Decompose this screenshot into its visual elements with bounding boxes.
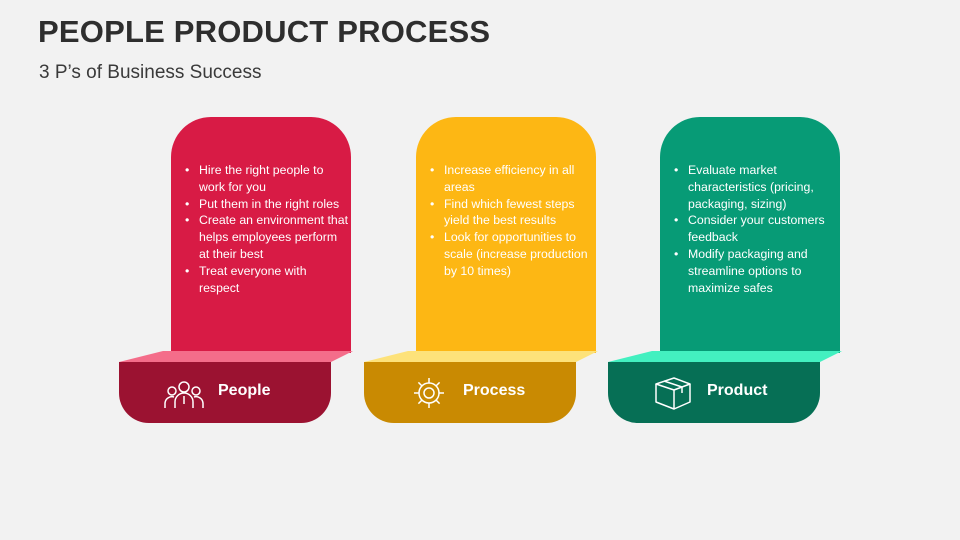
product-card: Evaluate market characteristics (pricing… <box>608 117 848 423</box>
list-item: Create an environment that helps employe… <box>181 212 349 262</box>
list-item: Find which fewest steps yield the best r… <box>426 196 594 230</box>
product-fold <box>608 351 842 362</box>
people-base: People <box>119 362 331 423</box>
box-icon <box>655 377 691 410</box>
list-item: Hire the right people to work for you <box>181 162 349 196</box>
people-bullet-list: Hire the right people to work for you Pu… <box>181 162 349 296</box>
people-panel: Hire the right people to work for you Pu… <box>171 117 351 353</box>
gear-icon <box>414 378 444 408</box>
list-item: Consider your customers feedback <box>670 212 838 246</box>
process-label: Process <box>463 382 526 399</box>
product-base: Product <box>608 362 820 423</box>
process-base: Process <box>364 362 576 423</box>
list-item: Treat everyone with respect <box>181 263 349 297</box>
people-label: People <box>218 382 271 399</box>
people-icon <box>164 381 204 408</box>
people-card: Hire the right people to work for you Pu… <box>119 117 359 423</box>
process-fold <box>364 351 598 362</box>
page-subtitle: 3 P’s of Business Success <box>39 62 262 83</box>
process-bullet-list: Increase efficiency in all areas Find wh… <box>426 162 594 280</box>
product-panel: Evaluate market characteristics (pricing… <box>660 117 840 353</box>
process-card: Increase efficiency in all areas Find wh… <box>364 117 604 423</box>
people-fold <box>119 351 353 362</box>
list-item: Evaluate market characteristics (pricing… <box>670 162 838 212</box>
list-item: Increase efficiency in all areas <box>426 162 594 196</box>
product-label: Product <box>707 382 768 399</box>
list-item: Look for opportunities to scale (increas… <box>426 229 594 279</box>
list-item: Modify packaging and streamline options … <box>670 246 838 296</box>
product-bullet-list: Evaluate market characteristics (pricing… <box>670 162 838 296</box>
page-title: PEOPLE PRODUCT PROCESS <box>38 14 491 49</box>
list-item: Put them in the right roles <box>181 196 349 213</box>
process-panel: Increase efficiency in all areas Find wh… <box>416 117 596 353</box>
